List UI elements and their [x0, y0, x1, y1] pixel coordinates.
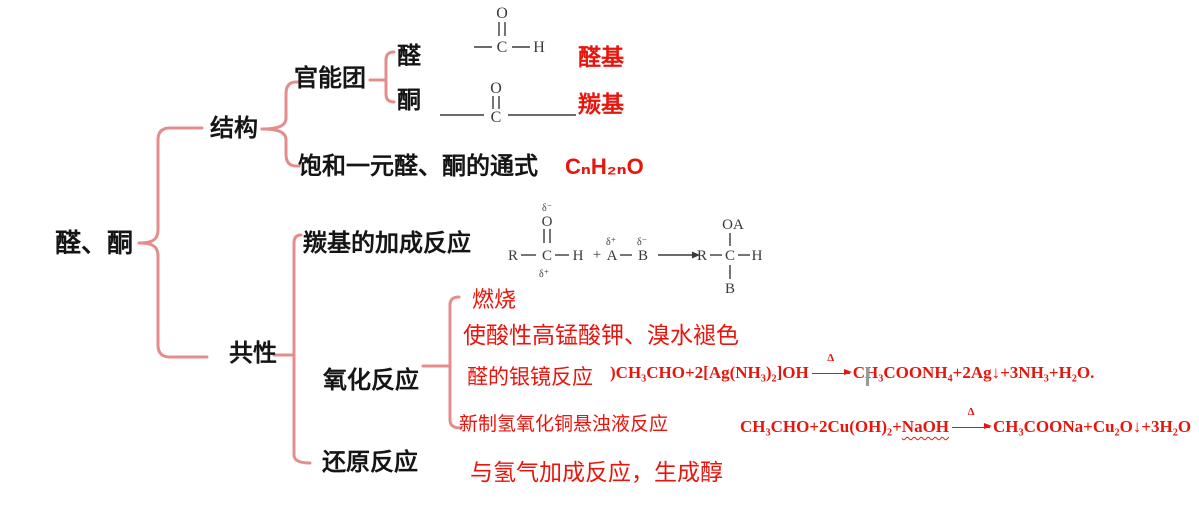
atom-o: O: [496, 5, 508, 22]
bracket-oxidation: [448, 295, 463, 430]
node-aldehyde: 醛: [397, 43, 421, 70]
label-hydrogenation: 与氢气加成反应，生成醇: [470, 459, 723, 485]
node-functional-group: 官能团: [294, 65, 366, 92]
label-carbonyl-group: 羰基: [578, 91, 624, 117]
atom-c: C: [491, 109, 502, 124]
equation-naoh-underlined: NaOH: [901, 417, 950, 436]
reaction-arrow: Δ: [952, 406, 993, 432]
atom-o: O: [542, 214, 553, 230]
atom-h: H: [752, 248, 763, 264]
equation-rhs: CH₃COONH₄+2Ag↓+3NH₃+H₂O.: [852, 363, 1095, 382]
atom-c: C: [542, 248, 552, 264]
plus-sign: +: [593, 247, 601, 263]
label-copper-hydroxide: 新制氢氧化铜悬浊液反应: [459, 414, 669, 435]
label-decolorize: 使酸性高锰酸钾、溴水褪色: [463, 322, 739, 348]
brace-structure-top: [260, 80, 301, 131]
delta-minus: δ⁻: [542, 203, 552, 214]
equation-silver-mirror: )CH₃CHO+2[Ag(NH₃)₂]OH Δ CH₃COONH₄+2Ag↓+3…: [610, 352, 1095, 383]
reaction-arrow: Δ: [811, 352, 852, 378]
atom-c: C: [725, 248, 735, 264]
label-combustion: 燃烧: [472, 287, 517, 312]
reaction-arrow-icon: [952, 423, 993, 430]
brace-root-bottom: [137, 241, 209, 359]
node-common: 共性: [229, 340, 277, 367]
label-general-formula-value: CₙH₂ₙO: [565, 154, 644, 179]
equation-lhs: )CH₃CHO+2[Ag(NH₃)₂]OH: [610, 363, 809, 382]
group-oa: OA: [722, 217, 744, 233]
delta-plus: δ⁺: [539, 269, 549, 280]
node-structure: 结构: [210, 115, 258, 142]
brace-root-top: [137, 126, 204, 245]
atom-h: H: [533, 39, 545, 56]
aldehyde-group-structure: O C H: [474, 5, 545, 56]
addition-reaction-scheme: δ⁻ O R C H δ⁺ + δ⁺ A δ⁻ B OA R C H B: [508, 203, 763, 297]
node-general-formula: 饱和一元醛、酮的通式: [298, 153, 538, 180]
carbonyl-group-structure: O C: [440, 80, 576, 124]
node-addition-reaction: 羰基的加成反应: [303, 230, 471, 257]
brace-structure-bottom: [260, 127, 301, 168]
atom-r: R: [508, 248, 518, 264]
node-reduction: 还原反应: [322, 449, 418, 476]
delta-plus: δ⁺: [606, 237, 616, 248]
atom-r: R: [697, 248, 707, 264]
atom-b: B: [638, 248, 648, 264]
label-silver-mirror: 醛的银镜反应: [467, 366, 593, 389]
atom-c: C: [497, 39, 508, 56]
delta-condition: Δ: [967, 406, 975, 418]
equation-copper-hydroxide: CH₃CHO+2Cu(OH)₂+ NaOH Δ CH₃COONa+Cu₂O↓+3…: [740, 406, 1192, 437]
delta-minus: δ⁻: [637, 237, 647, 248]
reaction-arrow-icon: [811, 369, 852, 376]
atom-h: H: [573, 248, 584, 264]
delta-condition: Δ: [827, 352, 835, 364]
node-root: 醛、酮: [55, 228, 134, 258]
label-aldehyde-group: 醛基: [578, 44, 624, 70]
text-cursor: [866, 367, 869, 386]
node-oxidation: 氧化反应: [323, 367, 419, 394]
node-ketone: 酮: [397, 87, 421, 114]
equation-rhs: CH₃COONa+Cu₂O↓+3H₂O: [993, 417, 1192, 436]
atom-a: A: [607, 248, 618, 264]
bracket-functional-group: [384, 50, 396, 104]
atom-b: B: [725, 281, 735, 297]
bracket-common: [292, 233, 312, 465]
equation-lhs: CH₃CHO+2Cu(OH)₂+: [740, 417, 902, 436]
atom-o: O: [490, 80, 502, 97]
reaction-arrow-head: [692, 251, 700, 259]
